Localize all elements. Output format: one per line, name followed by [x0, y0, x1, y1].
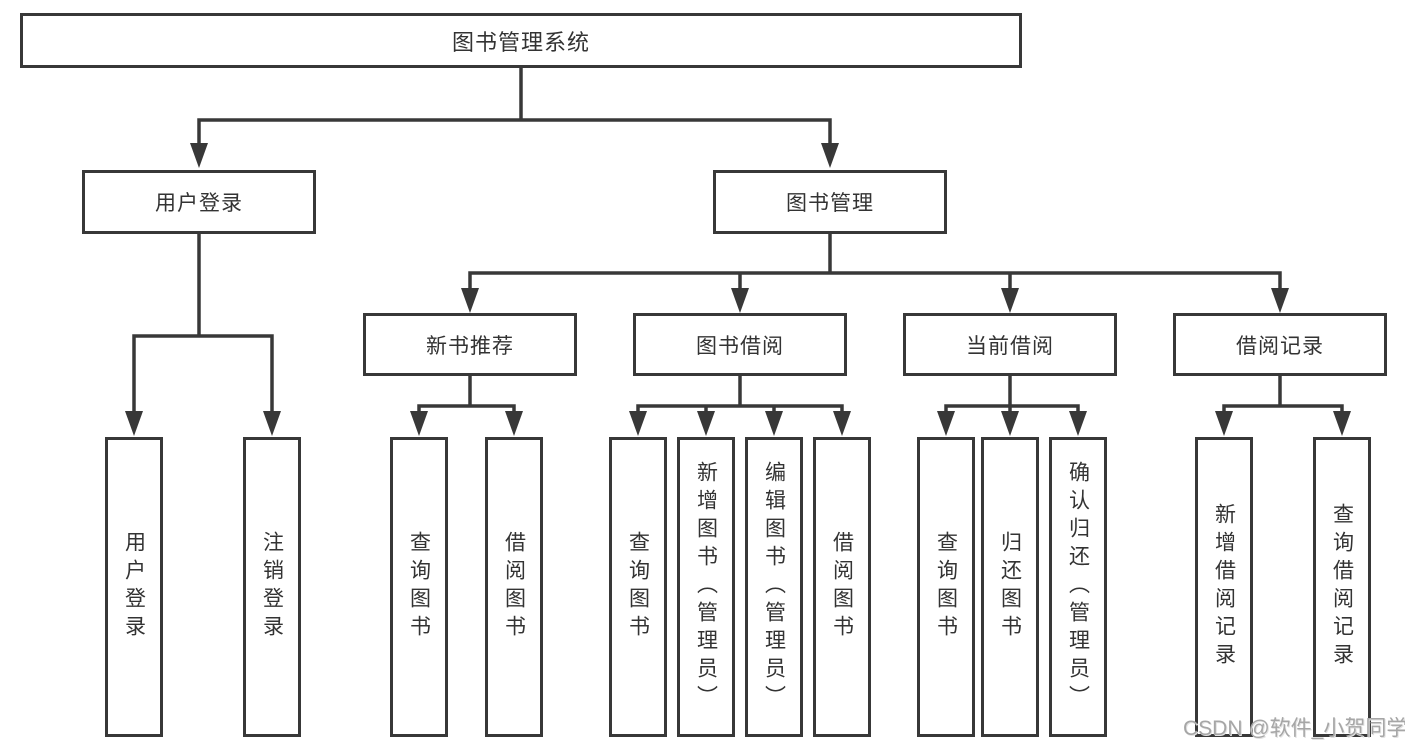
leaf-confirm-return-admin: 确认归还（管理员）	[1049, 437, 1107, 737]
node-current-borrowing: 当前借阅	[903, 313, 1117, 376]
node-library-management-system-label: 图书管理系统	[451, 29, 590, 55]
node-user-login-branch: 用户登录	[82, 170, 316, 234]
leaf-query-books-recommend-label: 查询图书	[407, 531, 431, 643]
node-book-borrowing-label: 图书借阅	[696, 334, 784, 358]
node-library-management-system: 图书管理系统	[20, 13, 1022, 68]
node-new-book-recommend: 新书推荐	[363, 313, 577, 376]
leaf-query-books-recommend: 查询图书	[390, 437, 448, 737]
leaf-query-books-borrowing: 查询图书	[609, 437, 667, 737]
node-current-borrowing-label: 当前借阅	[966, 334, 1054, 358]
leaf-user-login: 用户登录	[105, 437, 163, 737]
leaf-borrow-books-recommend: 借阅图书	[485, 437, 543, 737]
leaf-query-borrow-record: 查询借阅记录	[1313, 437, 1371, 737]
node-book-management: 图书管理	[713, 170, 947, 234]
leaf-confirm-return-admin-label: 确认归还（管理员）	[1066, 461, 1090, 713]
node-borrowing-records-label: 借阅记录	[1236, 334, 1324, 358]
leaf-logout: 注销登录	[243, 437, 301, 737]
leaf-add-borrow-record: 新增借阅记录	[1195, 437, 1253, 737]
leaf-return-books: 归还图书	[981, 437, 1039, 737]
node-user-login-branch-label: 用户登录	[155, 192, 243, 215]
csdn-watermark: CSDN @软件_小贺同学	[1183, 717, 1405, 740]
node-new-book-recommend-label: 新书推荐	[426, 334, 514, 358]
leaf-query-books-current: 查询图书	[917, 437, 975, 737]
leaf-query-books-borrowing-label: 查询图书	[626, 531, 650, 643]
leaf-add-borrow-record-label: 新增借阅记录	[1212, 503, 1236, 671]
leaf-return-books-label: 归还图书	[998, 531, 1022, 643]
leaf-borrow-books-recommend-label: 借阅图书	[502, 531, 526, 643]
leaf-borrow-books-label: 借阅图书	[830, 531, 854, 643]
leaf-add-books-admin: 新增图书（管理员）	[677, 437, 735, 737]
leaf-borrow-books: 借阅图书	[813, 437, 871, 737]
leaf-edit-books-admin: 编辑图书（管理员）	[745, 437, 803, 737]
leaf-add-books-admin-label: 新增图书（管理员）	[694, 461, 718, 713]
node-borrowing-records: 借阅记录	[1173, 313, 1387, 376]
leaf-user-login-label: 用户登录	[122, 531, 146, 643]
node-book-management-label: 图书管理	[786, 192, 874, 215]
leaf-query-borrow-record-label: 查询借阅记录	[1330, 503, 1354, 671]
leaf-edit-books-admin-label: 编辑图书（管理员）	[762, 461, 786, 713]
leaf-query-books-current-label: 查询图书	[934, 531, 958, 643]
node-book-borrowing: 图书借阅	[633, 313, 847, 376]
leaf-logout-label: 注销登录	[260, 531, 284, 643]
